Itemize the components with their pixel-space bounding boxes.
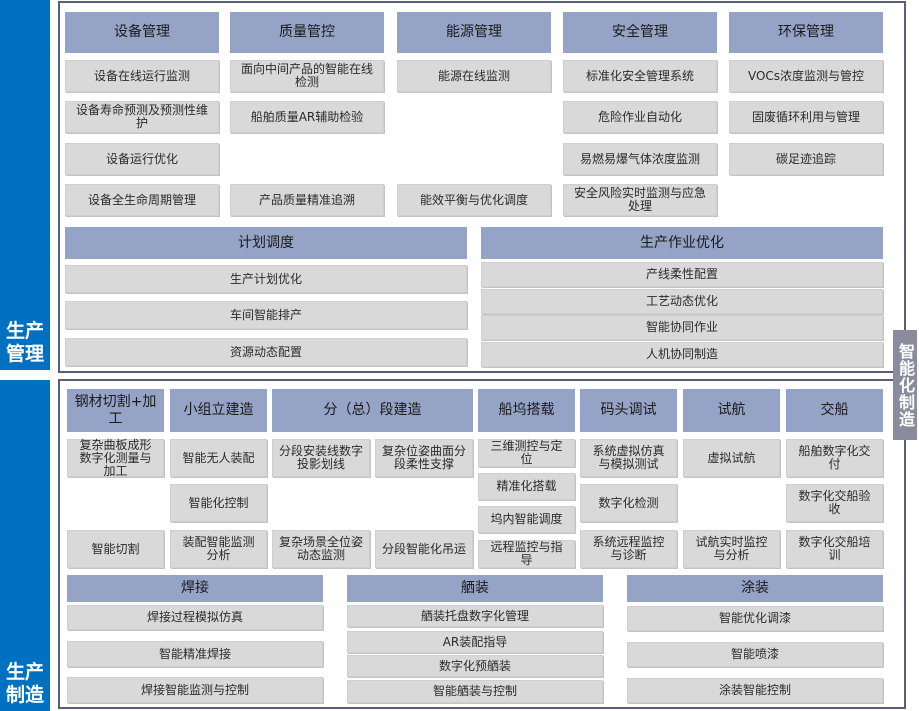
capability-item: 复杂场景全位姿动态监测 xyxy=(272,530,370,568)
capability-item: 安全风险实时监测与应急处理 xyxy=(563,184,717,216)
capability-item: 智能切割 xyxy=(67,530,164,568)
welding-header: 焊接 xyxy=(67,575,323,602)
management-frame xyxy=(58,1,906,373)
capability-item: 资源动态配置 xyxy=(65,338,467,366)
capability-item: 产品质量精准追溯 xyxy=(230,184,384,216)
capability-item: 能源在线监测 xyxy=(397,60,551,92)
capability-item: 工艺动态优化 xyxy=(481,289,883,314)
capability-item: 焊接智能监测与控制 xyxy=(67,677,323,703)
capability-item: 数字化交船培训 xyxy=(786,530,883,568)
capability-item: 分段智能化吊运 xyxy=(375,530,473,568)
capability-item: 试航实时监控与分析 xyxy=(683,530,780,568)
capability-item: 船舶数字化交付 xyxy=(786,439,883,477)
stage-header: 船坞搭载 xyxy=(478,389,575,432)
capability-item: 数字化交船验收 xyxy=(786,484,883,522)
capability-item: 远程监控与指导 xyxy=(478,540,575,568)
capability-item: VOCs浓度监测与管控 xyxy=(729,60,883,92)
capability-item: 船舶质量AR辅助检验 xyxy=(230,101,384,133)
capability-item: 智能精准焊接 xyxy=(67,641,323,667)
capability-item: 能效平衡与优化调度 xyxy=(397,184,551,216)
column-header: 质量管控 xyxy=(230,12,384,53)
stage-header: 码头调试 xyxy=(580,389,677,432)
capability-item: 智能协同作业 xyxy=(481,315,883,340)
capability-item: 设备全生命周期管理 xyxy=(65,184,219,216)
capability-item: 生产计划优化 xyxy=(65,265,467,293)
column-header: 设备管理 xyxy=(65,12,219,53)
painting-header: 涂装 xyxy=(627,575,883,602)
capability-item: 数字化预舾装 xyxy=(347,655,603,677)
section-label-production-manufacturing: 生产制造 xyxy=(0,380,50,711)
capability-item: 固废循环利用与管理 xyxy=(729,101,883,133)
smart-manufacturing-tab: 智能化制造 xyxy=(893,330,917,440)
capability-item: 复杂位姿曲面分段柔性支撑 xyxy=(375,439,473,477)
capability-item: AR装配指导 xyxy=(347,631,603,653)
planning-header: 计划调度 xyxy=(65,227,467,259)
stage-header: 小组立建造 xyxy=(170,389,267,432)
stage-header: 交船 xyxy=(786,389,883,432)
capability-item: 智能化控制 xyxy=(170,484,267,522)
capability-item: 虚拟试航 xyxy=(683,439,780,477)
capability-item: 智能优化调漆 xyxy=(627,606,883,631)
stage-header: 分（总）段建造 xyxy=(272,389,473,432)
capability-item: 碳足迹追踪 xyxy=(729,143,883,175)
outfitting-header: 舾装 xyxy=(347,575,603,602)
capability-item: 设备在线运行监测 xyxy=(65,60,219,92)
stage-header: 试航 xyxy=(683,389,780,432)
capability-item: 设备寿命预测及预测性维护 xyxy=(65,101,219,133)
capability-item: 产线柔性配置 xyxy=(481,262,883,287)
capability-item: 智能喷漆 xyxy=(627,642,883,667)
capability-item: 装配智能监测分析 xyxy=(170,530,267,568)
capability-item: 数字化检测 xyxy=(580,484,677,522)
section-label-production-management: 生产管理 xyxy=(0,0,50,370)
column-header: 环保管理 xyxy=(729,12,883,53)
capability-item: 坞内智能调度 xyxy=(478,506,575,533)
capability-item: 危险作业自动化 xyxy=(563,101,717,133)
capability-item: 系统远程监控与诊断 xyxy=(580,530,677,568)
capability-item: 精准化搭载 xyxy=(478,473,575,500)
capability-item: 设备运行优化 xyxy=(65,143,219,175)
manufacturing-frame xyxy=(58,379,906,709)
capability-item: 三维测控与定位 xyxy=(478,439,575,467)
capability-item: 舾装托盘数字化管理 xyxy=(347,605,603,627)
capability-item: 标准化安全管理系统 xyxy=(563,60,717,92)
capability-item: 系统虚拟仿真与模拟测试 xyxy=(580,439,677,477)
capability-item: 智能无人装配 xyxy=(170,439,267,477)
column-header: 安全管理 xyxy=(563,12,717,53)
capability-item: 人机协同制造 xyxy=(481,342,883,367)
capability-item: 分段安装线数字投影划线 xyxy=(272,439,370,477)
capability-item: 复杂曲板成形数字化测量与加工 xyxy=(67,438,164,477)
capability-item: 智能舾装与控制 xyxy=(347,680,603,703)
capability-item: 面向中间产品的智能在线检测 xyxy=(230,60,384,92)
capability-item: 车间智能排产 xyxy=(65,301,467,329)
capability-item: 涂装智能控制 xyxy=(627,678,883,703)
stage-header: 钢材切割+加工 xyxy=(67,389,164,432)
operation-header: 生产作业优化 xyxy=(481,227,883,259)
capability-item: 焊接过程模拟仿真 xyxy=(67,605,323,630)
column-header: 能源管理 xyxy=(397,12,551,53)
capability-item: 易燃易爆气体浓度监测 xyxy=(563,143,717,175)
